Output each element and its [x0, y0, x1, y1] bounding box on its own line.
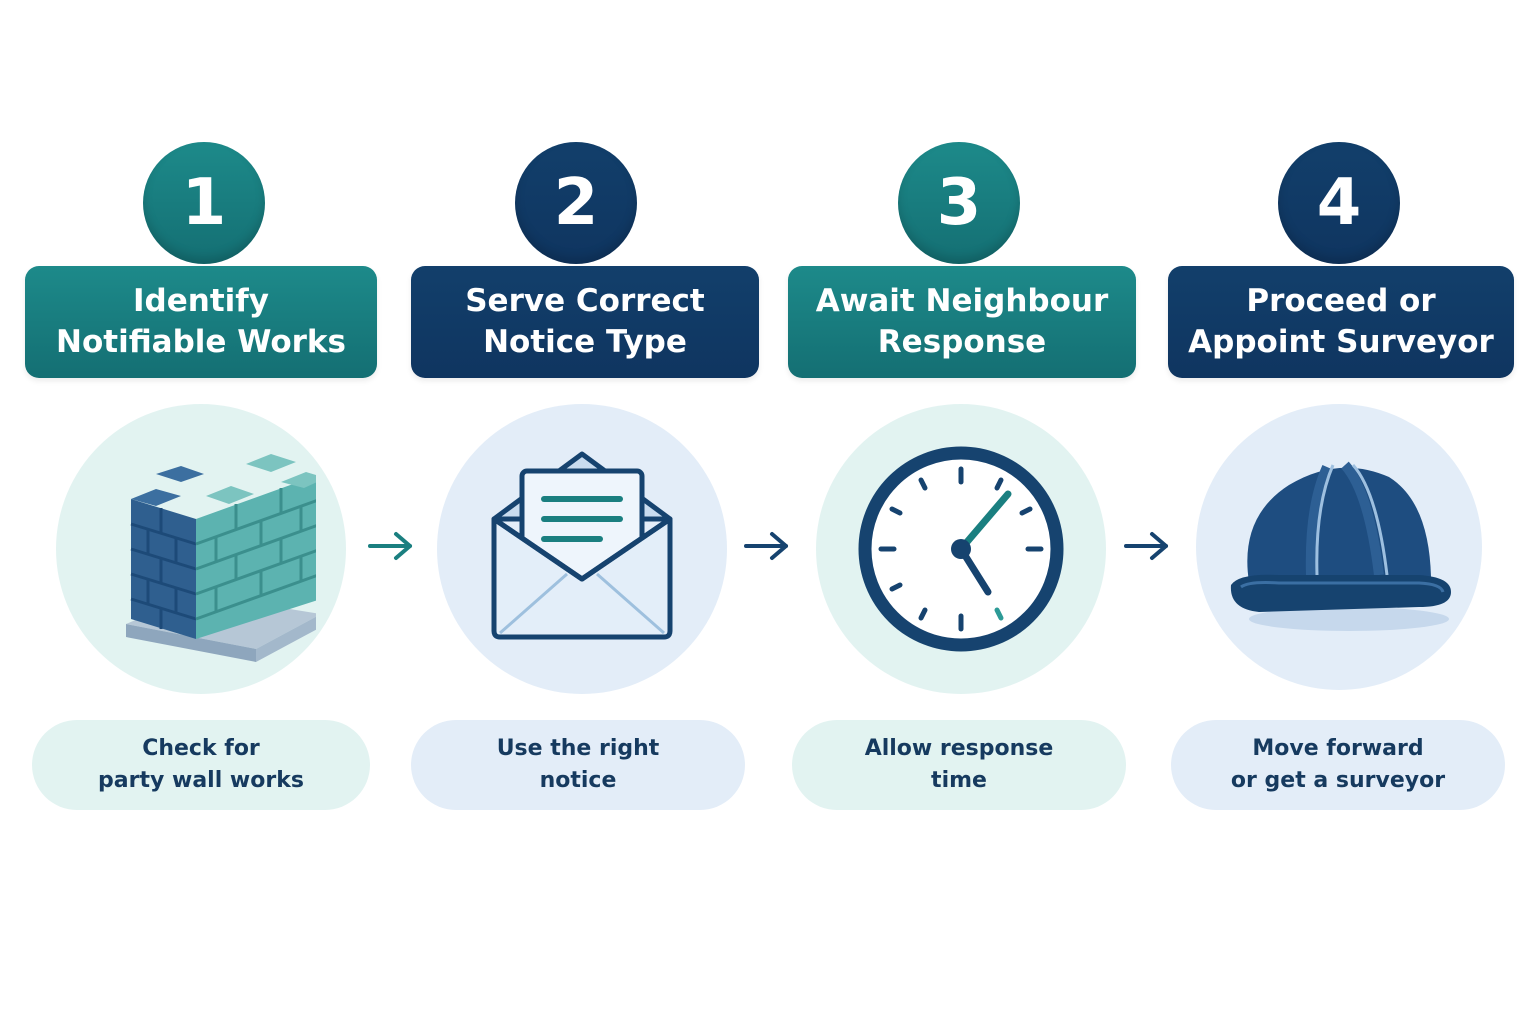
arrow-right-icon — [368, 532, 412, 560]
step-description-pill: Check for party wall works — [32, 720, 370, 810]
step-description-pill: Use the right notice — [411, 720, 745, 810]
step-title-box: Identify Notifiable Works — [25, 266, 377, 378]
icon-circle — [437, 404, 727, 694]
envelope-letter-icon — [491, 451, 673, 640]
step-title-box: Serve Correct Notice Type — [411, 266, 759, 378]
step-3: 3 Await Neighbour Response — [785, 0, 1145, 1024]
step-number-badge: 4 — [1278, 142, 1400, 264]
step-number: 3 — [936, 166, 982, 240]
arrow-right-icon — [1124, 532, 1168, 560]
icon-circle — [56, 404, 346, 694]
icon-circle — [1196, 404, 1482, 690]
step-description-pill: Move forward or get a surveyor — [1171, 720, 1505, 810]
step-description-pill: Allow response time — [792, 720, 1126, 810]
clock-icon — [858, 446, 1064, 652]
step-number: 4 — [1316, 166, 1362, 240]
step-title-box: Proceed or Appoint Surveyor — [1168, 266, 1514, 378]
step-2: 2 Serve Correct Notice Type Use the righ… — [405, 0, 765, 1024]
step-title-box: Await Neighbour Response — [788, 266, 1136, 378]
step-title: Serve Correct Notice Type — [465, 283, 705, 360]
step-number-badge: 1 — [143, 142, 265, 264]
step-description: Check for party wall works — [98, 736, 304, 793]
step-number: 1 — [181, 166, 227, 240]
hard-hat-icon — [1230, 461, 1451, 631]
step-number-badge: 2 — [515, 142, 637, 264]
brick-wall-icon — [126, 454, 316, 662]
step-description: Allow response time — [864, 736, 1054, 793]
arrow-right-icon — [744, 532, 788, 560]
step-1: 1 Identify Notifiable Works — [0, 0, 377, 1024]
icon-circle — [816, 404, 1106, 694]
step-title: Identify Notifiable Works — [56, 283, 346, 360]
step-title: Proceed or Appoint Surveyor — [1188, 283, 1494, 360]
step-description: Use the right notice — [496, 736, 660, 793]
step-number: 2 — [553, 166, 599, 240]
step-4: 4 Proceed or Appoint Surveyor Move forwa… — [1165, 0, 1536, 1024]
step-description: Move forward or get a surveyor — [1230, 736, 1446, 793]
step-number-badge: 3 — [898, 142, 1020, 264]
step-title: Await Neighbour Response — [815, 283, 1109, 360]
